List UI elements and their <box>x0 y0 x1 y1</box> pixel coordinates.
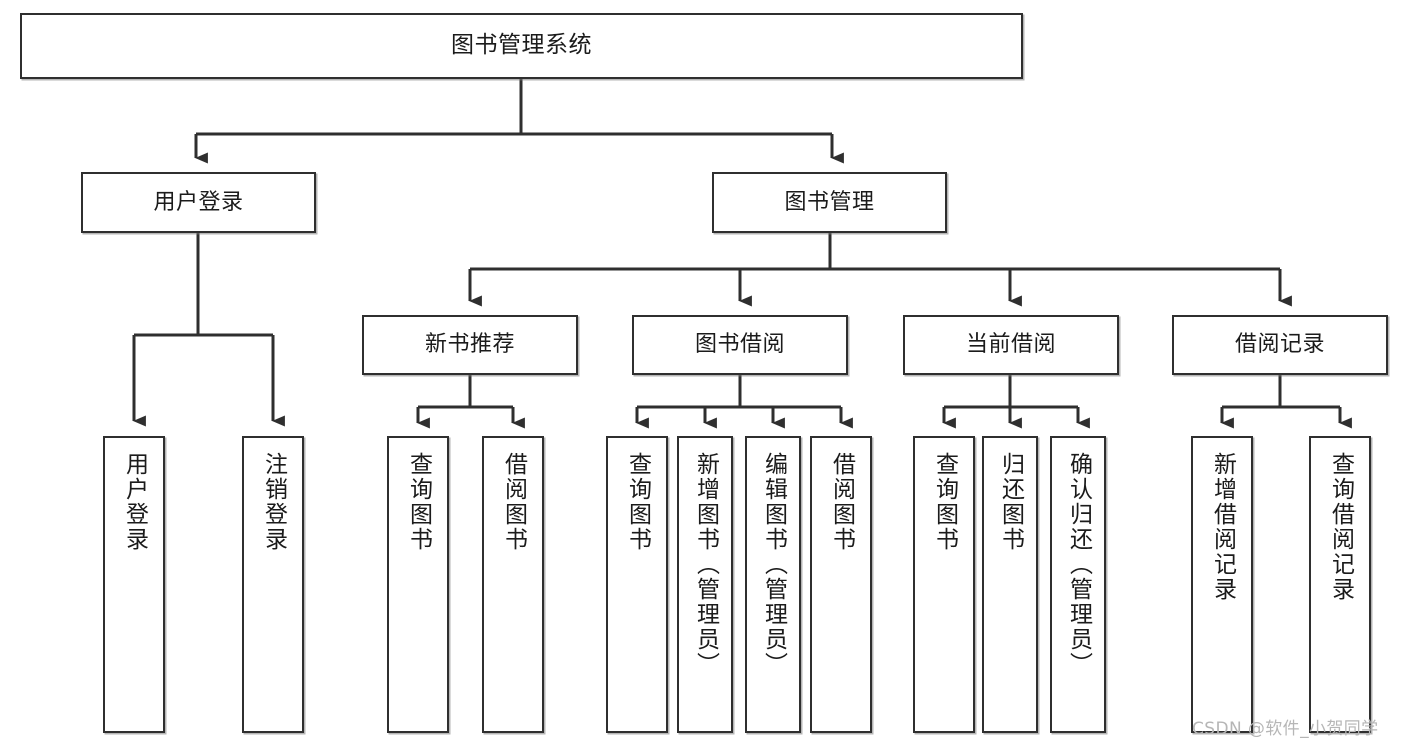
node-borrow-record[interactable]: 借阅记录 <box>1172 315 1388 375</box>
node-label: 借阅图书 <box>500 452 527 552</box>
leaf-user-login[interactable]: 用户登录 <box>103 436 165 733</box>
leaf-borrow-book-recommend[interactable]: 借阅图书 <box>482 436 544 733</box>
node-label: 新书推荐 <box>424 332 515 358</box>
node-book-borrow[interactable]: 图书借阅 <box>632 315 848 375</box>
leaf-borrow-book[interactable]: 借阅图书 <box>810 436 872 733</box>
node-label: 编辑图书（管理员） <box>760 452 787 677</box>
leaf-add-borrow-record[interactable]: 新增借阅记录 <box>1191 436 1253 733</box>
node-label: 新增借阅记录 <box>1209 452 1236 602</box>
node-label: 用户登录 <box>153 189 244 215</box>
node-current-borrow[interactable]: 当前借阅 <box>903 315 1119 375</box>
node-label: 新增图书（管理员） <box>692 452 719 677</box>
leaf-confirm-return[interactable]: 确认归还（管理员） <box>1050 436 1106 733</box>
node-label: 注销登录 <box>260 452 287 552</box>
leaf-query-book-recommend[interactable]: 查询图书 <box>387 436 449 733</box>
node-label: 当前借阅 <box>965 332 1056 358</box>
node-label: 图书借阅 <box>694 332 785 358</box>
leaf-return-book[interactable]: 归还图书 <box>982 436 1038 733</box>
node-label: 用户登录 <box>121 452 148 552</box>
node-label: 图书管理系统 <box>451 32 592 59</box>
node-book-management[interactable]: 图书管理 <box>712 172 947 233</box>
leaf-add-book[interactable]: 新增图书（管理员） <box>677 436 733 733</box>
node-root-book-management-system[interactable]: 图书管理系统 <box>20 13 1023 79</box>
leaf-query-book-borrow[interactable]: 查询图书 <box>606 436 668 733</box>
leaf-logout[interactable]: 注销登录 <box>242 436 304 733</box>
node-label: 查询借阅记录 <box>1327 452 1354 602</box>
leaf-edit-book[interactable]: 编辑图书（管理员） <box>745 436 801 733</box>
csdn-watermark: CSDN @软件_小贺同学 <box>1192 719 1379 739</box>
node-label: 确认归还（管理员） <box>1065 452 1092 677</box>
node-label: 查询图书 <box>624 452 651 552</box>
node-label: 查询图书 <box>931 452 958 552</box>
leaf-query-book-current[interactable]: 查询图书 <box>913 436 975 733</box>
node-label: 借阅图书 <box>828 452 855 552</box>
leaf-query-borrow-record[interactable]: 查询借阅记录 <box>1309 436 1371 733</box>
node-user-login[interactable]: 用户登录 <box>81 172 316 233</box>
node-new-book-recommend[interactable]: 新书推荐 <box>362 315 578 375</box>
node-label: 图书管理 <box>784 189 875 215</box>
node-label: 借阅记录 <box>1234 332 1325 358</box>
node-label: 归还图书 <box>997 452 1024 552</box>
node-label: 查询图书 <box>405 452 432 552</box>
